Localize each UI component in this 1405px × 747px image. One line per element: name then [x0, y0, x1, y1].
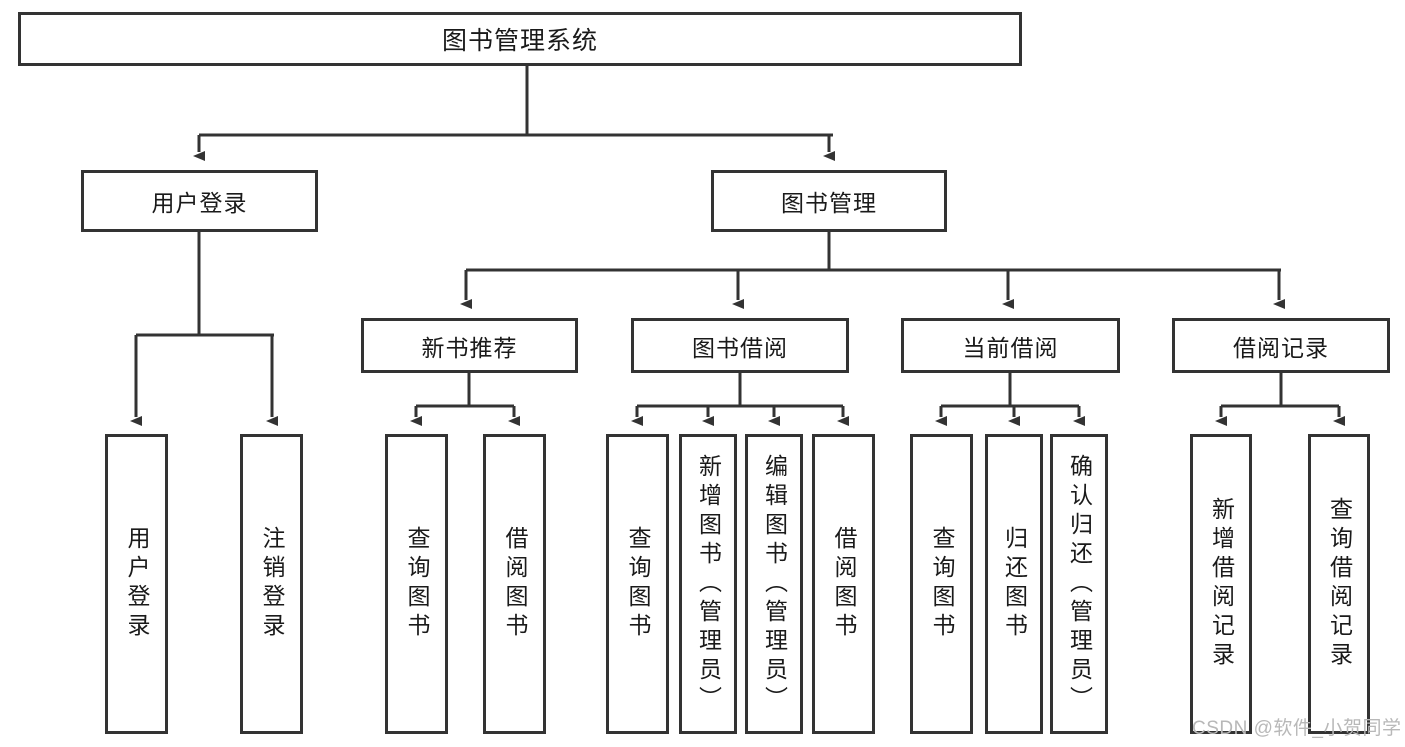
- node-root[interactable]: 图书管理系统: [18, 12, 1022, 66]
- node-user-login[interactable]: 用户登录: [81, 170, 318, 232]
- node-label: 借阅图书: [831, 526, 857, 642]
- node-current-borrowing[interactable]: 当前借阅: [901, 318, 1120, 373]
- leaf-user-logout[interactable]: 注销登录: [240, 434, 303, 734]
- node-label: 编辑图书（管理员）: [761, 453, 788, 715]
- node-label: 新增借阅记录: [1208, 497, 1235, 671]
- leaf-confirm-return-admin[interactable]: 确认归还（管理员）: [1050, 434, 1108, 734]
- leaf-query-books-borrowing[interactable]: 查询图书: [606, 434, 669, 734]
- node-book-borrowing[interactable]: 图书借阅: [631, 318, 849, 373]
- node-label: 新增图书（管理员）: [695, 453, 722, 715]
- leaf-borrow-books[interactable]: 借阅图书: [812, 434, 875, 734]
- node-label: 查询图书: [625, 526, 651, 642]
- leaf-return-books[interactable]: 归还图书: [985, 434, 1043, 734]
- node-label: 用户登录: [151, 190, 248, 216]
- node-label: 新书推荐: [421, 334, 518, 361]
- leaf-user-login[interactable]: 用户登录: [105, 434, 168, 734]
- leaf-edit-book-admin[interactable]: 编辑图书（管理员）: [745, 434, 803, 734]
- node-label: 确认归还（管理员）: [1066, 453, 1093, 715]
- node-label: 图书管理: [781, 190, 877, 216]
- node-label: 查询图书: [404, 526, 430, 642]
- node-label: 借阅图书: [502, 526, 528, 642]
- node-label: 查询图书: [929, 526, 955, 642]
- node-label: 用户登录: [124, 526, 150, 642]
- leaf-query-books-current[interactable]: 查询图书: [910, 434, 973, 734]
- node-label: 归还图书: [1001, 526, 1028, 642]
- node-label: 图书借阅: [692, 334, 788, 361]
- leaf-borrow-books-recommend[interactable]: 借阅图书: [483, 434, 546, 734]
- node-label: 注销登录: [259, 526, 285, 642]
- node-root-label: 图书管理系统: [441, 27, 598, 55]
- leaf-add-book-admin[interactable]: 新增图书（管理员）: [679, 434, 737, 734]
- node-label: 当前借阅: [962, 334, 1059, 361]
- node-borrowing-records[interactable]: 借阅记录: [1172, 318, 1390, 373]
- leaf-query-borrowing-record[interactable]: 查询借阅记录: [1308, 434, 1370, 734]
- node-new-book-recommendation[interactable]: 新书推荐: [361, 318, 578, 373]
- leaf-add-borrowing-record[interactable]: 新增借阅记录: [1190, 434, 1252, 734]
- node-book-management[interactable]: 图书管理: [711, 170, 947, 232]
- leaf-query-books-recommend[interactable]: 查询图书: [385, 434, 448, 734]
- node-label: 借阅记录: [1233, 334, 1329, 361]
- node-label: 查询借阅记录: [1326, 497, 1353, 671]
- csdn-watermark: CSDN @软件_小贺同学: [1192, 718, 1402, 739]
